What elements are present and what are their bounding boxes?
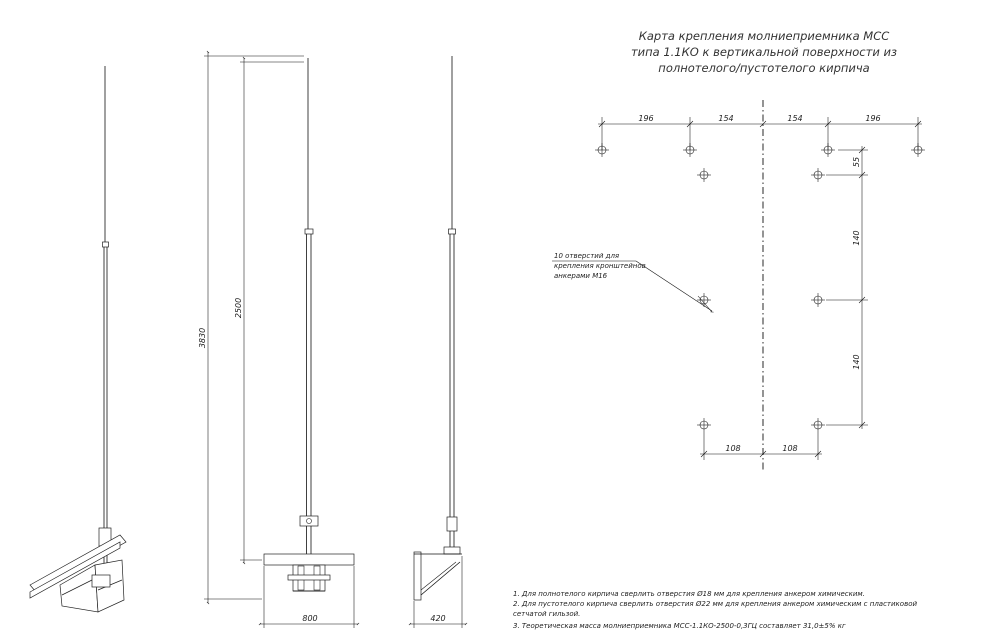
hole-row4-right [810, 417, 826, 433]
dim-right-2: 140 [852, 230, 861, 245]
hole-top-2 [682, 142, 698, 158]
front-view [204, 50, 360, 628]
hole-row3-right [810, 292, 826, 308]
notes: 1. Для полнотелого кирпича сверлить отве… [513, 590, 917, 630]
leader-text-3: анкерами М16 [554, 272, 608, 280]
side-view [408, 56, 468, 628]
hole-row3-left [696, 292, 712, 308]
dim-top-4: 196 [865, 114, 880, 123]
hole-row2-right [810, 167, 826, 183]
hole-top-1 [594, 142, 610, 158]
title-line-2: типа 1.1КО к вертикальной поверхности из [631, 45, 897, 59]
dim-bottom-1: 108 [725, 444, 740, 453]
hole-top-4 [910, 142, 926, 158]
dim-right-1: 55 [852, 157, 861, 167]
mounting-hole-map [552, 100, 922, 472]
dim-top-1: 196 [638, 114, 653, 123]
dim-base-width-side: 420 [430, 614, 445, 623]
dim-top-3: 154 [787, 114, 802, 123]
leader-text-1: 10 отверстий для [554, 252, 619, 260]
hole-row2-left [696, 167, 712, 183]
dim-base-width-front: 800 [302, 614, 317, 623]
hole-row4-left [696, 417, 712, 433]
note-2-cont: сетчатой гильзой. [513, 610, 580, 618]
mounting-holes [594, 142, 926, 433]
title-line-1: Карта крепления молниеприемника МСС [639, 29, 890, 43]
dim-bottom-2: 108 [782, 444, 797, 453]
dim-top-2: 154 [718, 114, 733, 123]
hole-top-3 [820, 142, 836, 158]
isometric-view [29, 66, 127, 613]
leader-text-2: крепления кронштейнов [554, 262, 646, 270]
note-3: 3. Теоретическая масса молниеприемника М… [513, 622, 846, 630]
dim-right-3: 140 [852, 354, 861, 369]
dim-height-total: 3830 [198, 328, 207, 348]
note-2: 2. Для пустотелого кирпича сверлить отве… [513, 600, 917, 608]
note-1: 1. Для полнотелого кирпича сверлить отве… [513, 590, 865, 598]
title-line-3: полнотелого/пустотелого кирпича [658, 61, 869, 75]
dim-height-mast: 2500 [234, 298, 243, 318]
